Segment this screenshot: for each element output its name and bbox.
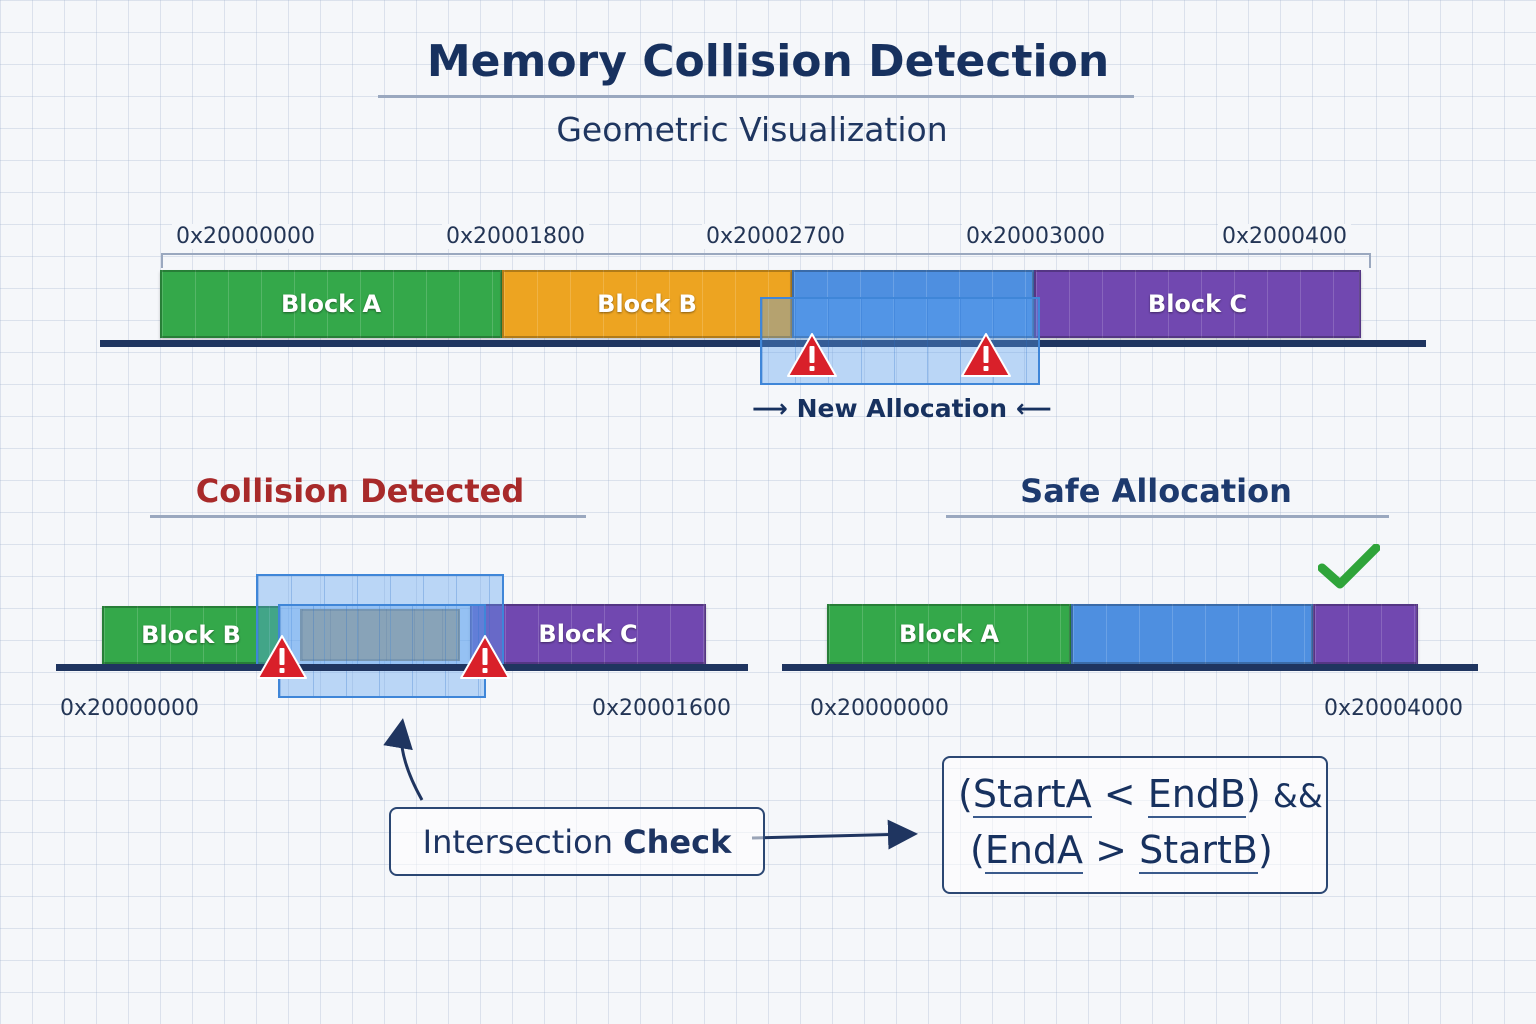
safe-heading: Safe Allocation	[1020, 472, 1292, 510]
memory-block-c	[1313, 604, 1418, 664]
address-label: 0x20001600	[592, 696, 731, 721]
warning-icon	[961, 333, 1011, 377]
warning-icon	[257, 635, 307, 679]
intersection-check-label: Intersection Check	[422, 822, 732, 861]
safe-allocated-block	[1071, 604, 1313, 664]
address-label: 0x20000000	[172, 224, 319, 249]
collision-heading: Collision Detected	[195, 472, 525, 510]
intersection-check-box: Intersection Check	[389, 807, 765, 876]
address-label: 0x20001800	[442, 224, 589, 249]
memory-block-free	[792, 270, 1034, 338]
overlap-region	[300, 609, 460, 661]
page-title: Memory Collision Detection	[426, 36, 1110, 87]
address-label: 0x20004000	[1324, 696, 1463, 721]
arrow-left-icon: ⟵	[1015, 394, 1052, 423]
memory-block-b: Block B	[502, 270, 792, 338]
address-label: 0x20002700	[702, 224, 849, 249]
memory-block-a: Block A	[160, 270, 502, 338]
formula-line-2: (EndA > StartB)	[970, 828, 1273, 874]
memory-block-a: Block A	[827, 604, 1071, 664]
address-bracket	[161, 253, 1371, 268]
formula-line-1: (StartA < EndB) &&	[958, 772, 1323, 818]
memory-baseline	[100, 340, 1426, 347]
address-label: 0x2000400	[1218, 224, 1351, 249]
collision-heading-rule	[150, 515, 586, 518]
safe-baseline	[782, 664, 1478, 671]
collision-overlay-inner	[278, 604, 486, 698]
checkmark-icon	[1318, 544, 1380, 589]
collision-baseline	[56, 664, 748, 671]
address-label: 0x20003000	[962, 224, 1109, 249]
memory-block-b: Block B	[102, 606, 280, 664]
address-label: 0x20000000	[810, 696, 949, 721]
memory-block-c: Block C	[470, 604, 706, 664]
new-allocation-caption: ⟶ New Allocation ⟵	[752, 394, 1052, 423]
page-subtitle: Geometric Visualization	[556, 110, 948, 149]
safe-heading-rule	[946, 515, 1389, 518]
warning-icon	[460, 635, 510, 679]
title-divider	[378, 95, 1134, 98]
warning-icon	[787, 333, 837, 377]
formula-box: (StartA < EndB) && (EndA > StartB)	[942, 756, 1328, 894]
memory-block-c: Block C	[1034, 270, 1361, 338]
address-label: 0x20000000	[60, 696, 199, 721]
new-allocation-label: New Allocation	[796, 394, 1008, 423]
collision-overlay-outer	[256, 574, 504, 666]
arrow-right-icon: ⟶	[752, 394, 788, 423]
